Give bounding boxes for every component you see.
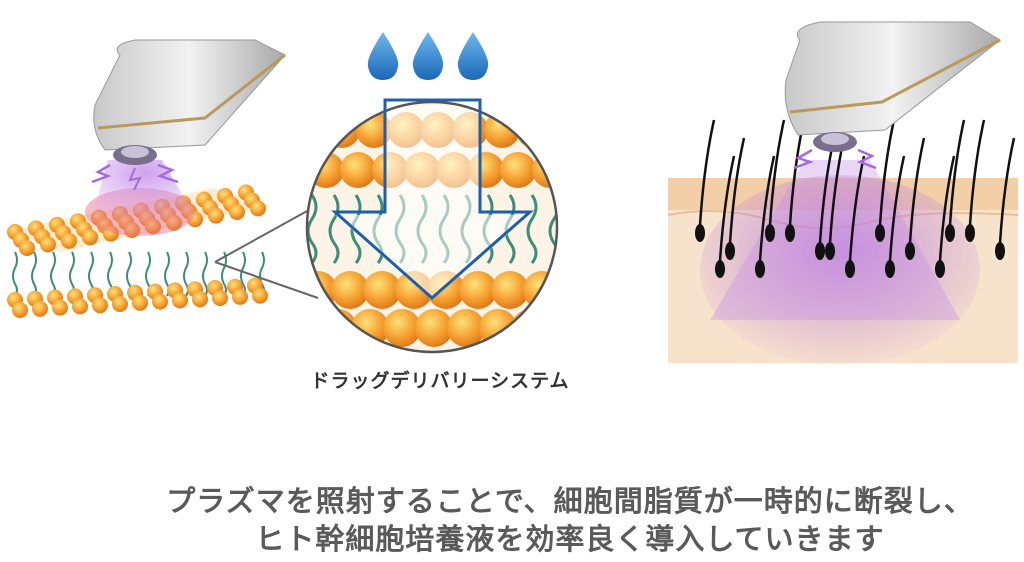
description-line-2: ヒト幹細胞培養液を効率良く導入していきます (255, 522, 885, 556)
magnified-membrane-circle (305, 100, 559, 354)
description-line-1: プラズマを照射することで、細胞間脂質が一時的に断裂し、 (166, 484, 974, 518)
lipid-bilayer-diagram (7, 160, 270, 318)
system-label: ドラッグデリバリーシステム (310, 370, 570, 392)
skin-cross-section (667, 119, 1019, 365)
plasma-device-right (784, 21, 1001, 170)
down-arrow-icon (331, 98, 534, 301)
water-drop-icon (367, 32, 489, 80)
hair-follicle-icon (695, 119, 1016, 278)
plasma-device-icon (91, 39, 286, 191)
